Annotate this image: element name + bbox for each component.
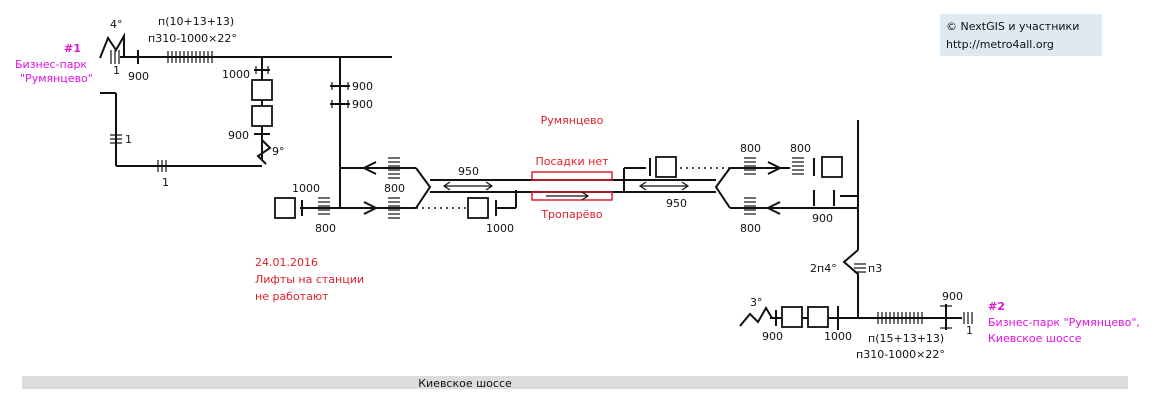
platform-bottom <box>531 191 613 201</box>
road-label: Киевское шоссе <box>418 377 512 390</box>
exit2-handrail: 1 <box>966 324 973 337</box>
copyright-box <box>940 14 1102 56</box>
left-ramp-symbol <box>256 139 272 165</box>
exit2-name-line2: Киевское шоссе <box>988 332 1082 345</box>
arrow-left-icon <box>765 201 781 215</box>
lobby-line <box>415 167 432 209</box>
exit1-number: #1 <box>64 42 81 55</box>
exit1-width-a: 900 <box>128 70 149 83</box>
arrow-icon <box>485 181 494 191</box>
lobby-line <box>714 167 731 209</box>
right-gate-bottom <box>744 197 756 215</box>
right-gate-top-label: 800 <box>740 142 761 155</box>
left-handrail-b: 1 <box>162 176 169 189</box>
direction-arrow-icon <box>581 191 590 201</box>
exit1-stairs-count: п(10+13+13) <box>158 15 234 28</box>
notice-line2: не работают <box>255 290 329 303</box>
exit2-stairs-spec: п310-1000×22° <box>856 348 945 361</box>
elevator-box <box>251 79 273 101</box>
right-ramp-label: 2п4° <box>810 262 837 275</box>
exit1-handrail: 1 <box>113 64 120 77</box>
left-width-top2: 900 <box>352 98 373 111</box>
exit2-name-line1: Бизнес-парк "Румянцево", <box>988 316 1140 329</box>
left-width-top1: 900 <box>352 80 373 93</box>
elevator-box <box>655 156 677 178</box>
exit1-width-b: 1000 <box>222 68 250 81</box>
left-hall-door: 1000 <box>486 222 514 235</box>
copyright-line1: © NextGIS и участники <box>946 20 1079 33</box>
copyright-line2[interactable]: http://metro4all.org <box>946 38 1054 51</box>
right-gate-top-right <box>792 157 804 175</box>
platform-bottom-label: Тропарёво <box>540 208 603 221</box>
left-gate-left <box>318 197 330 215</box>
arrow-icon <box>681 181 690 191</box>
exit2-stairs <box>877 312 923 324</box>
road-bar <box>22 376 1128 389</box>
platform-top-label: Посадки нет <box>535 155 609 168</box>
right-gate-top-right-label: 800 <box>790 142 811 155</box>
elevator-box <box>274 197 296 219</box>
left-slope: 9° <box>272 145 285 158</box>
left-handrail-a: 1 <box>125 133 132 146</box>
left-hall-width: 950 <box>458 165 479 178</box>
platform-top <box>531 171 613 181</box>
notice-line1: Лифты на станции <box>255 273 364 286</box>
exit2-width-a: 900 <box>762 330 783 343</box>
exit2-stairs-count: п(15+13+13) <box>868 332 944 345</box>
exit2-ramp-symbol <box>739 306 773 327</box>
left-gate-top <box>388 157 400 179</box>
elevator-box <box>467 197 489 219</box>
arrow-right-icon <box>363 201 379 215</box>
exit1-stairs <box>167 51 213 63</box>
elevator-box <box>251 105 273 127</box>
station-title: Румянцево <box>541 114 604 127</box>
exit1-name-line2: "Румянцево" <box>20 72 93 85</box>
exit2-width-c: 1000 <box>824 330 852 343</box>
right-hall-width: 950 <box>666 197 687 210</box>
left-gate-bottom <box>388 197 400 219</box>
right-gate-top <box>744 157 756 175</box>
left-gate-top-label: 800 <box>384 182 405 195</box>
elevator-box <box>807 306 829 328</box>
arrow-icon <box>442 181 451 191</box>
arrow-icon <box>638 181 647 191</box>
exit1-name-line1: Бизнес-парк <box>15 58 87 71</box>
elevator-box <box>821 156 843 178</box>
arrow-right-icon <box>767 161 783 175</box>
left-door-width: 900 <box>228 129 249 142</box>
exit2-width-b: 900 <box>942 290 963 303</box>
notice-date: 24.01.2016 <box>255 256 318 269</box>
elevator-box <box>781 306 803 328</box>
right-gate-bottom-label: 800 <box>740 222 761 235</box>
right-door-width: 900 <box>812 212 833 225</box>
exit1-stairs-spec: п310-1000×22° <box>148 32 237 45</box>
exit2-slope: 3° <box>750 296 763 309</box>
left-gate-bottom-label: 800 <box>315 222 336 235</box>
arrow-left-icon <box>361 161 377 175</box>
right-ramp-symbol <box>842 249 859 318</box>
left-gate-left-label: 1000 <box>292 182 320 195</box>
exit1-slope: 4° <box>110 18 123 31</box>
exit2-number: #2 <box>988 300 1005 313</box>
right-ramp-stairs: п3 <box>868 262 882 275</box>
exit1-ramp-symbol <box>99 32 125 59</box>
